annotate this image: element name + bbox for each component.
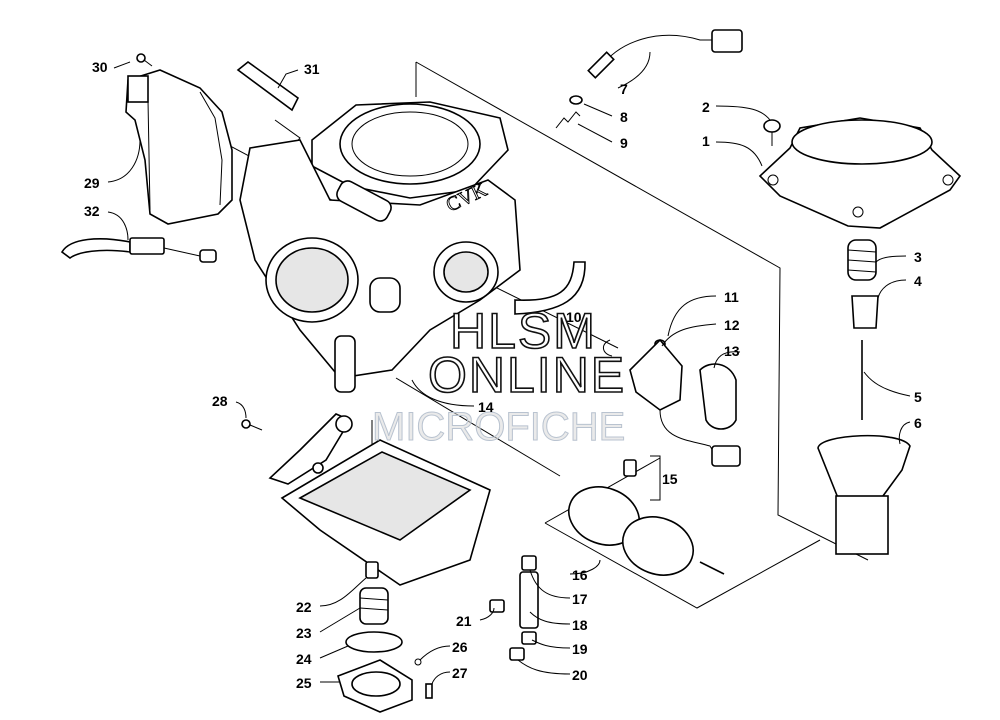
callout-2: 2 — [702, 99, 710, 115]
part-6-diaphragm-slide — [817, 434, 911, 555]
part-7-throttle-cable — [587, 29, 743, 79]
callout-23: 23 — [296, 625, 312, 641]
part-28-screw — [241, 419, 263, 431]
part-3-spring — [847, 239, 877, 281]
carburetor-body: CVK — [239, 101, 586, 393]
part-16-float — [568, 486, 725, 576]
callout-13: 13 — [724, 343, 740, 359]
callout-25: 25 — [296, 675, 312, 691]
part-14-float-bowl — [268, 413, 491, 586]
callout-10: 10 — [566, 309, 582, 325]
part-17-jet-holder — [521, 555, 537, 571]
callout-9: 9 — [620, 135, 628, 151]
part-19-jet — [521, 631, 537, 645]
watermark-line1: HLSM — [450, 303, 597, 359]
callout-labels: 30 31 29 32 28 7 8 9 2 1 3 4 5 6 10 11 1… — [84, 59, 922, 691]
part-20-jet — [509, 647, 525, 661]
part-24-diaphragm — [345, 631, 403, 653]
callout-24: 24 — [296, 651, 312, 667]
part-23-spring — [359, 587, 389, 625]
watermark-line2: ONLINE — [428, 347, 626, 403]
callout-17: 17 — [572, 591, 588, 607]
part-10-clip — [603, 339, 613, 357]
callout-30: 30 — [92, 59, 108, 75]
part-4-needle-holder — [851, 295, 879, 329]
callout-20: 20 — [572, 667, 588, 683]
callout-3: 3 — [914, 249, 922, 265]
part-9-spring — [555, 111, 581, 129]
callout-16: 16 — [572, 567, 588, 583]
callout-28: 28 — [212, 393, 228, 409]
callout-4: 4 — [914, 273, 922, 289]
part-26-oring — [414, 658, 422, 666]
callout-21: 21 — [456, 613, 472, 629]
part-8-washer — [569, 95, 583, 105]
part-22-screw — [365, 561, 379, 579]
callout-15: 15 — [662, 471, 678, 487]
callout-18: 18 — [572, 617, 588, 633]
part-18-emulsion-tube — [519, 571, 539, 629]
callout-31: 31 — [304, 61, 320, 77]
part-29-cover — [125, 69, 233, 225]
callout-14: 14 — [478, 399, 494, 415]
callout-8: 8 — [620, 109, 628, 125]
watermark: HLSM ONLINE MICROFICHE — [372, 302, 626, 449]
callout-19: 19 — [572, 641, 588, 657]
callout-22: 22 — [296, 599, 312, 615]
callout-1: 1 — [702, 133, 710, 149]
callout-26: 26 — [452, 639, 468, 655]
part-21-plug — [489, 599, 505, 613]
part-30-screw — [136, 53, 153, 67]
callout-7: 7 — [620, 81, 628, 97]
callout-27: 27 — [452, 665, 468, 681]
part-27-screw — [425, 683, 433, 699]
callout-32: 32 — [84, 203, 100, 219]
part-12-starter-plunger — [629, 338, 741, 467]
part-25-cover — [337, 659, 413, 713]
part-2-screw — [763, 119, 781, 146]
callout-11: 11 — [724, 289, 739, 305]
part-13-boot — [699, 363, 737, 430]
callout-leaders — [107, 51, 911, 685]
callout-6: 6 — [914, 415, 922, 431]
part-32-choke-cable — [60, 237, 217, 263]
part-15-jet — [623, 455, 661, 501]
part-1-top-cover — [758, 117, 962, 229]
callout-29: 29 — [84, 175, 100, 191]
part-31-hose — [236, 60, 300, 112]
watermark-line3: MICROFICHE — [372, 405, 625, 449]
callout-5: 5 — [914, 389, 922, 405]
callout-12: 12 — [724, 317, 740, 333]
